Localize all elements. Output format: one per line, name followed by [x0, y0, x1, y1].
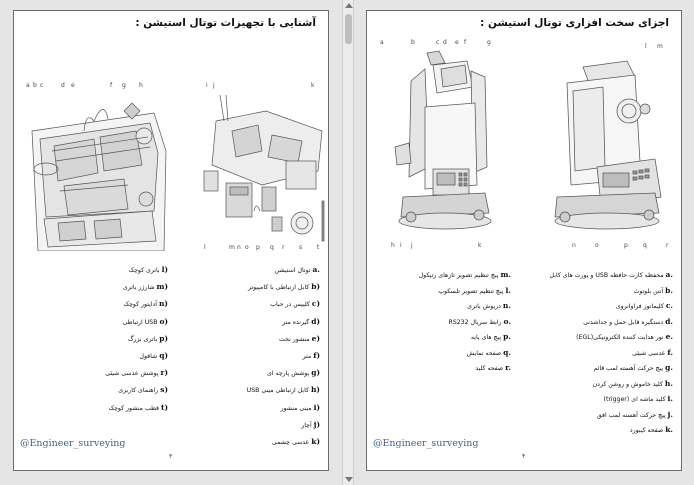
legend-item: g)پوشش پارچه ای: [266, 368, 320, 378]
callout-label: b: [33, 82, 37, 89]
callout-label: a: [26, 82, 30, 89]
legend-item: g.پیچ حرکت آهسته لمب قائم: [593, 363, 673, 372]
page-number: ۴: [522, 453, 526, 460]
legend-item: e)منشور نخت: [279, 333, 320, 343]
legend-item: p.پیچ های پایه: [470, 332, 511, 341]
page-number: ۳: [169, 453, 173, 460]
legend-item: m)شارژر باتری: [122, 282, 168, 292]
legend-column-right: a.محفظه کارت حافظه USB و پورت های کابل b…: [550, 267, 673, 438]
callout-label: d: [61, 82, 65, 89]
carrying-case-illustration: [31, 102, 167, 251]
legend-item: j)آچار: [301, 419, 320, 429]
legend-item: n)آداپتور کوچک: [123, 299, 168, 309]
legend-item: e.نور هدایت کننده الکترونیکی(EGL): [576, 332, 673, 341]
legend-item: i.کلید ماشه ای (trigger): [603, 394, 673, 403]
legend-item: d)گیرنده متر: [282, 316, 320, 326]
callout-label: i: [400, 242, 402, 249]
callout-label: m: [229, 244, 235, 251]
legend-item: l)باتری کوچک: [128, 265, 168, 274]
callout-label: h: [139, 82, 143, 89]
legend-item: c)کلیپس در حباب: [270, 299, 320, 309]
callout-label: s: [299, 244, 303, 251]
legend-item: q.صفحه نمایش: [466, 347, 511, 357]
legend-item: a.محفظه کارت حافظه USB و پورت های کابل: [549, 270, 673, 279]
callout-label: n: [572, 242, 576, 249]
callout-label: k: [311, 82, 315, 89]
page-title: اجزای سخت افزاری توتال استیشن :: [480, 17, 669, 29]
callout-label: n: [237, 244, 241, 251]
total-station-side-view-illustration: [394, 50, 492, 230]
legend-item: h)کابل ارتباطی مینی USB: [246, 385, 320, 395]
callout-label: g: [487, 39, 491, 46]
callout-label: f: [110, 82, 113, 89]
callout-label: j: [213, 82, 215, 89]
legend-item: k)عدسی چشمی: [271, 436, 320, 446]
legend-item: q)شاقول: [139, 350, 168, 360]
page-title: آشنایی با تجهیزات توتال استیشن :: [135, 17, 316, 29]
scroll-up-arrow-icon[interactable]: [345, 3, 353, 8]
callout-label: i: [206, 82, 208, 89]
callout-label: r: [666, 242, 669, 249]
callout-label: p: [624, 242, 628, 249]
legend-item: a.توتال استیشن: [274, 265, 320, 274]
footer-watermark: @Engineer_surveying: [373, 438, 479, 449]
scroll-down-arrow-icon[interactable]: [345, 477, 353, 482]
callout-label: h: [391, 242, 395, 249]
vertical-scrollbar[interactable]: [342, 0, 354, 485]
callout-label: r: [282, 244, 285, 251]
callout-label: m: [657, 43, 663, 50]
callout-label: e: [71, 82, 75, 89]
callout-label: a: [380, 39, 384, 46]
legend-item: o)USB ارتباطی: [122, 316, 169, 326]
callout-label: t: [317, 244, 320, 251]
callout-label: c: [40, 82, 44, 89]
callout-label: k: [478, 242, 482, 249]
callout-label: j: [411, 242, 413, 249]
legend-item: p)باتری بزرگ: [127, 333, 168, 343]
legend-item: b.آنتن بلوتوث: [633, 285, 673, 295]
callout-label: c: [436, 39, 440, 46]
legend-item: c.کلیماتور فراوانروی: [615, 301, 673, 310]
callout-label: e: [455, 39, 459, 46]
legend-column-left: m.پیچ تنظیم تصویر تارهای رتیکول l.پیچ تن…: [419, 267, 511, 376]
legend-item: f.عدسی شیئی: [632, 347, 673, 357]
legend-item: l.پیچ تنظیم تصویر تلسکوپ: [438, 285, 511, 295]
total-station-front-view-illustration: [554, 60, 662, 230]
legend-item: r)پوشش عدسی شیئی: [105, 368, 168, 378]
scrollbar-thumb[interactable]: [345, 14, 352, 44]
callout-label: p: [256, 244, 260, 251]
callout-label: o: [595, 242, 599, 249]
legend-column-left: l)باتری کوچک m)شارژر باتری n)آداپتور کوچ…: [105, 261, 168, 416]
legend-item: k.صفحه کیبورد: [629, 425, 673, 434]
accessories-illustration: [203, 94, 325, 242]
legend-item: m.پیچ تنظیم تصویر تارهای رتیکول: [418, 270, 511, 279]
legend-item: b)کابل ارتباطی با کامپیوتر: [247, 282, 320, 292]
legend-item: t)قطب منشور کوچک: [108, 402, 168, 412]
legend-item: d.دستگیره قابل حمل و جداشدنی: [583, 316, 673, 326]
document-page-right: اجزای سخت افزاری توتال استیشن : a b c d …: [366, 10, 682, 471]
callout-label: l: [204, 244, 206, 251]
legend-column-right: a.توتال استیشن b)کابل ارتباطی با کامپیوت…: [247, 261, 320, 450]
legend-item: j.پیچ حرکت آهسته لمب افق: [596, 409, 673, 419]
callout-label: q: [643, 242, 647, 249]
callout-label: b: [411, 39, 415, 46]
legend-item: f)متر: [302, 350, 320, 360]
document-page-left: آشنایی با تجهیزات توتال استیشن : a b c d…: [13, 10, 329, 471]
callout-label: o: [245, 244, 249, 251]
callout-label: f: [464, 39, 467, 46]
legend-item: h.کلید خاموش و روشن کردن: [592, 378, 673, 388]
callout-label: q: [270, 244, 274, 251]
legend-item: i)مینی منشور: [280, 402, 320, 412]
legend-item: n.دریوش باتری: [467, 301, 511, 310]
legend-item: o.رابط سریال RS232: [448, 316, 511, 326]
legend-item: r.صفحه کلید: [475, 363, 511, 372]
callout-label: l: [645, 43, 647, 50]
legend-item: s)راهنمای کاربری: [118, 385, 168, 395]
footer-watermark: @Engineer_surveying: [20, 438, 126, 449]
callout-label: d: [443, 39, 447, 46]
callout-label: g: [122, 82, 126, 89]
